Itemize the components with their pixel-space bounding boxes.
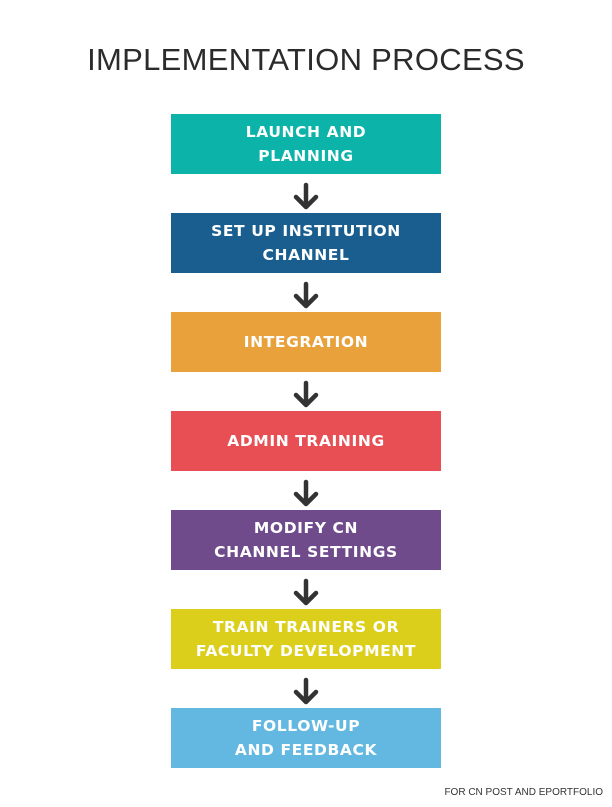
arrow-down-icon: [290, 378, 322, 414]
arrow-down-icon: [290, 279, 322, 315]
arrow-down-icon: [290, 180, 322, 216]
step-label: INTEGRATION: [243, 333, 369, 351]
arrow-down-icon: [290, 675, 322, 711]
footer-note: FOR CN POST AND EPORTFOLIO: [444, 787, 603, 798]
step-label: ADMIN TRAINING: [227, 432, 385, 450]
step-admin-training: ADMIN TRAINING: [171, 411, 441, 471]
arrow-down-icon: [290, 477, 322, 513]
page-title: IMPLEMENTATION PROCESS: [87, 42, 525, 77]
step-integration: INTEGRATION: [171, 312, 441, 372]
arrow-down-icon: [290, 576, 322, 612]
